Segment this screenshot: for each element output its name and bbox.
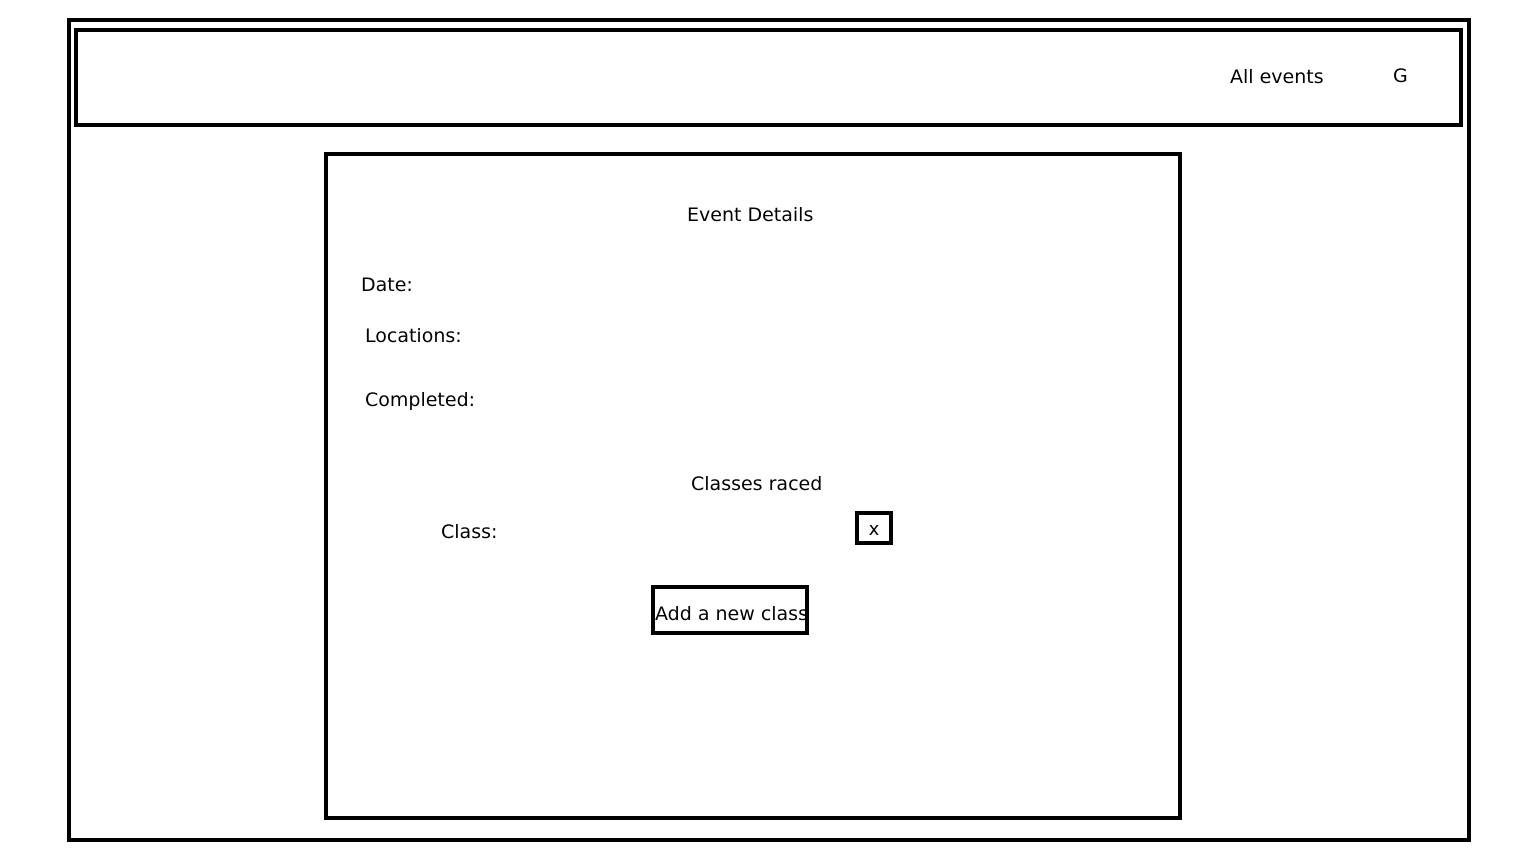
event-details-title: Event Details bbox=[687, 204, 814, 226]
completed-label: Completed: bbox=[365, 389, 476, 411]
date-label: Date: bbox=[361, 274, 413, 296]
classes-raced-heading: Classes raced bbox=[691, 473, 823, 495]
all-events-link[interactable]: All events bbox=[1230, 66, 1324, 88]
add-new-class-button[interactable]: Add a new class bbox=[651, 585, 809, 635]
class-label: Class: bbox=[441, 521, 498, 543]
user-avatar-initial[interactable]: G bbox=[1393, 65, 1408, 87]
app-frame bbox=[67, 18, 1471, 842]
locations-label: Locations: bbox=[365, 325, 462, 347]
top-nav-bar bbox=[74, 28, 1463, 127]
event-details-card bbox=[324, 152, 1182, 820]
remove-class-button[interactable]: x bbox=[855, 511, 893, 545]
